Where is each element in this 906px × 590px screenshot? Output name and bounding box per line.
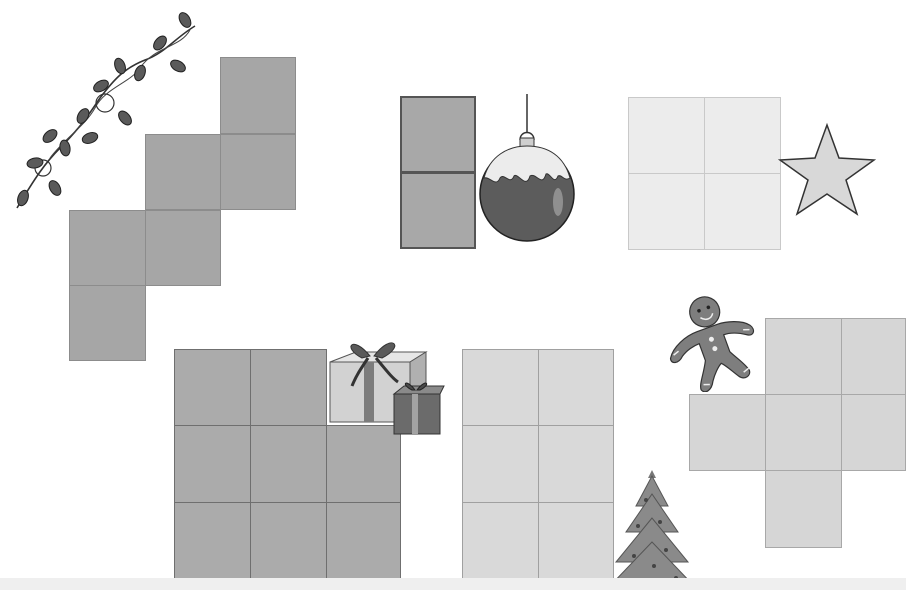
grid-square <box>174 502 251 579</box>
grid-square <box>174 425 251 503</box>
grid-square <box>765 470 842 548</box>
grid-square <box>250 502 327 579</box>
grid-square <box>250 349 327 426</box>
grid-square <box>174 349 251 426</box>
grid-square <box>145 210 221 286</box>
grid-square <box>628 173 705 250</box>
grid-square <box>326 502 401 579</box>
grid-square <box>250 425 327 503</box>
string-lights-icon <box>5 8 205 218</box>
grid-square <box>538 425 614 503</box>
gingerbread-man-icon <box>660 294 760 392</box>
grid-square <box>400 172 476 249</box>
star-icon <box>778 122 876 217</box>
grid-square <box>462 425 539 503</box>
grid-square <box>704 173 781 250</box>
grid-square <box>841 318 906 395</box>
gift-boxes-icon <box>326 330 446 440</box>
grid-square <box>765 318 842 395</box>
grid-square <box>538 502 614 579</box>
bottom-strip <box>0 578 906 590</box>
grid-square <box>841 394 906 471</box>
grid-square <box>220 134 296 210</box>
grid-square <box>628 97 705 174</box>
grid-square <box>689 394 766 471</box>
grid-square <box>704 97 781 174</box>
grid-square <box>538 349 614 426</box>
grid-square <box>69 210 146 286</box>
grid-square <box>69 285 146 361</box>
grid-square <box>400 96 476 173</box>
christmas-tree-icon <box>606 466 698 590</box>
grid-square <box>462 349 539 426</box>
ornament-bauble-icon <box>478 92 576 242</box>
grid-square <box>765 394 842 471</box>
grid-square <box>462 502 539 579</box>
grid-square <box>220 57 296 134</box>
